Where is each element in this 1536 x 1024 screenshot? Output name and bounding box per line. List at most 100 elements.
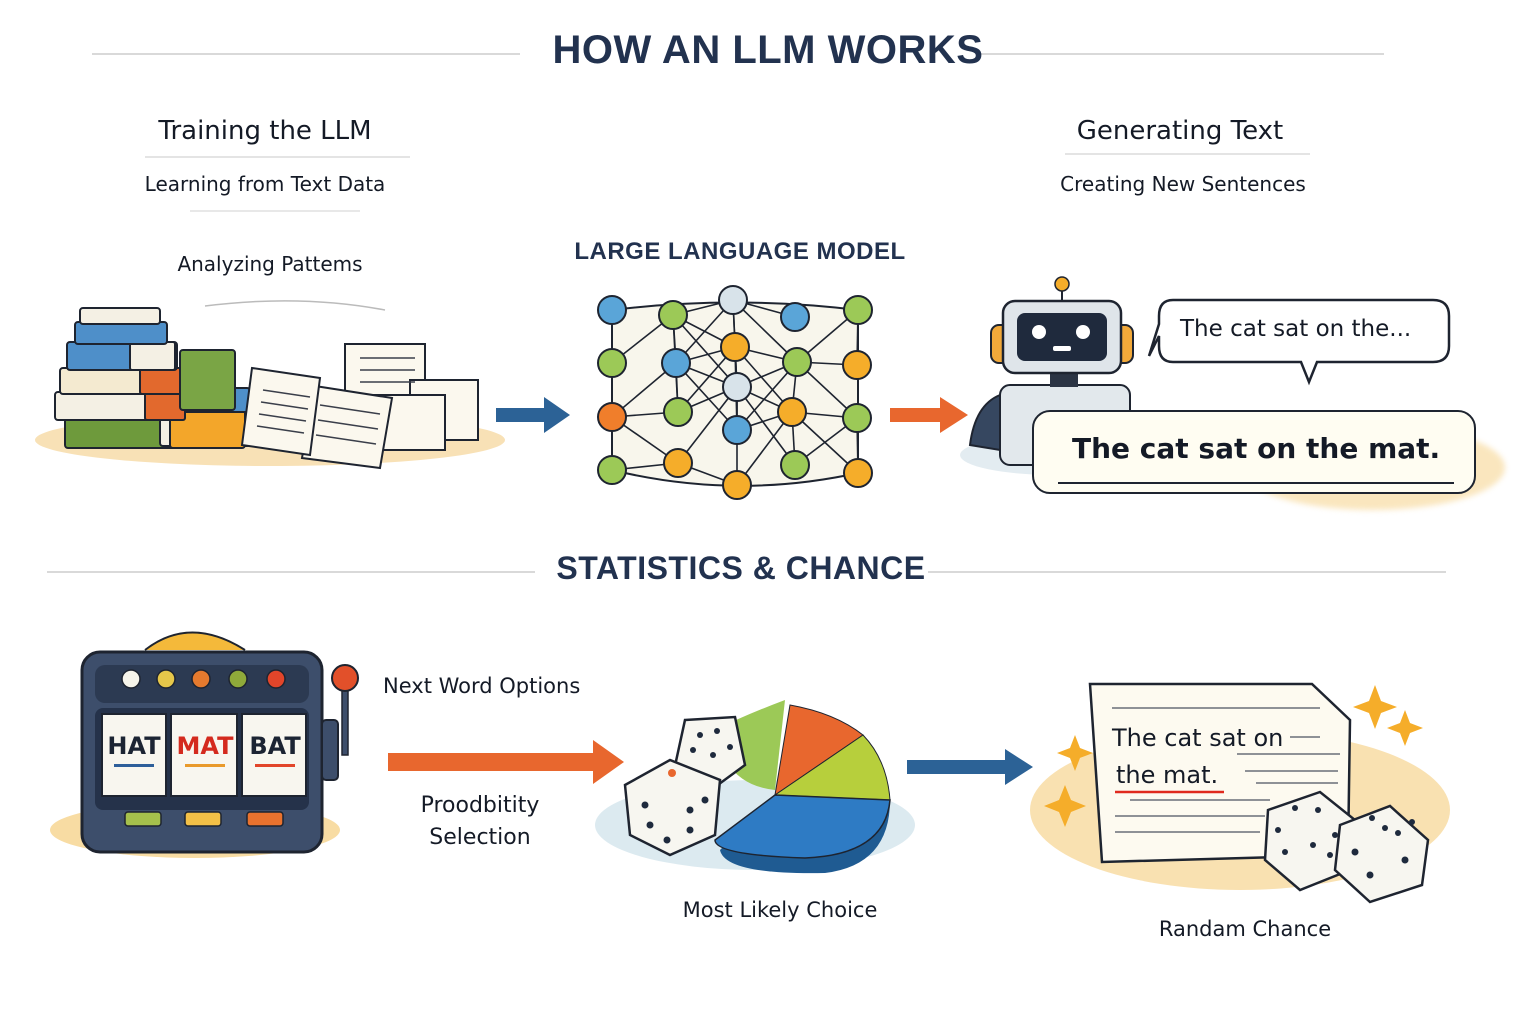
generating-subheading: Creating New Sentences: [1060, 172, 1306, 196]
reel-word-1: HAT: [102, 732, 166, 767]
network-edge: [672, 314, 738, 388]
arrow-slot-to-pie: [388, 740, 624, 784]
probability-label-line1: Proodbitity: [420, 793, 540, 818]
books-and-papers-illustration: [35, 300, 505, 470]
training-rule-1: [145, 156, 410, 158]
generating-rule: [1065, 153, 1310, 155]
network-node: [718, 285, 748, 315]
slot-light-5: [266, 669, 286, 689]
next-word-options-label: Next Word Options: [383, 674, 581, 698]
probability-selection-label: Proodbitity Selection: [390, 790, 570, 854]
reel-3: [241, 713, 307, 797]
output-bubble: [1032, 410, 1476, 494]
robot-arm: [968, 393, 1001, 452]
network-edge: [736, 386, 796, 466]
network-node: [597, 295, 627, 325]
slot-button-yellow: [184, 811, 222, 827]
training-rule-2: [190, 210, 360, 212]
network-node: [843, 458, 873, 488]
book-top: [79, 307, 161, 325]
pie-slice-orange: [774, 704, 864, 797]
network-node: [782, 347, 812, 377]
slot-machine-illustration: [50, 631, 359, 858]
stats-rule-right: [928, 571, 1446, 573]
reel-word-bat: BAT: [249, 732, 301, 760]
network-edge: [675, 362, 738, 431]
page-title: HOW AN LLM WORKS: [552, 28, 984, 72]
network-node: [842, 350, 872, 380]
reel-word-hat: HAT: [107, 732, 161, 760]
pie-slice-blue: [714, 794, 891, 859]
paper-front: [240, 366, 322, 457]
network-node: [663, 448, 693, 478]
result-text-line1: The cat sat on: [1112, 724, 1284, 752]
slot-reel-words: HAT MAT BAT: [102, 732, 308, 792]
training-heading: Training the LLM: [158, 116, 372, 146]
network-edge: [736, 411, 793, 486]
slot-light-1: [121, 669, 141, 689]
arrow-training-to-model: [496, 397, 570, 433]
prompt-bubble-tail: [1147, 298, 1451, 386]
slot-light-2: [156, 669, 176, 689]
dice-pie: [623, 715, 747, 857]
note-lines: [1112, 707, 1340, 833]
training-caption: Analyzing Pattems: [177, 252, 363, 276]
result-dice-pips: [1275, 805, 1415, 879]
robot-eye-left: [1032, 325, 1046, 339]
network-node: [780, 450, 810, 480]
book-blue-pages: [129, 341, 176, 371]
random-chance-label: Randam Chance: [1158, 917, 1332, 941]
robot-mouth: [1053, 346, 1071, 351]
network-node: [842, 403, 872, 433]
most-likely-choice-label: Most Likely Choice: [682, 898, 878, 922]
network-node: [597, 455, 627, 485]
robot-face: [1017, 313, 1107, 361]
generating-heading: Generating Text: [1076, 116, 1284, 146]
network-node: [663, 397, 693, 427]
network-node: [722, 372, 752, 402]
robot-eye-right: [1076, 325, 1090, 339]
reel-1: [101, 713, 167, 797]
network-node: [661, 348, 691, 378]
slot-button-orange: [246, 811, 284, 827]
paper-stack: [240, 343, 479, 470]
book-stack: [54, 307, 251, 449]
prompt-bubble-text: The cat sat on the...: [1180, 316, 1412, 342]
slot-lever-arm: [341, 684, 349, 756]
slot-light-4: [228, 669, 248, 689]
pie-and-dice-illustration: [595, 700, 915, 874]
reel-underline-3: [255, 764, 295, 767]
reel-word-mat: MAT: [176, 732, 234, 760]
paper-lines: [256, 357, 415, 445]
network-node: [597, 402, 627, 432]
result-note-illustration: [1030, 682, 1450, 904]
reel-underline-2: [185, 764, 225, 767]
slot-button-green: [124, 811, 162, 827]
network-node: [722, 470, 752, 500]
slot-lever-base: [321, 719, 339, 781]
stats-title: STATISTICS & CHANCE: [556, 550, 926, 586]
probability-label-line2: Selection: [429, 825, 531, 850]
output-bubble-text: The cat sat on the mat.: [1072, 432, 1441, 465]
sparkle-icons: [1044, 685, 1423, 827]
reel-word-2: MAT: [172, 732, 238, 767]
output-bubble-underline: [1058, 482, 1454, 484]
arrow-pie-to-result: [907, 749, 1033, 785]
reel-2: [170, 713, 238, 797]
network-node: [780, 302, 810, 332]
neural-network: [597, 285, 873, 500]
slot-light-3: [191, 669, 211, 689]
antenna-icon: [1054, 276, 1070, 292]
stats-rule-left: [47, 571, 535, 573]
book-green-back: [179, 349, 236, 411]
result-text-line2: the mat.: [1116, 761, 1219, 789]
title-rule-left: [92, 53, 520, 55]
model-label: LARGE LANGUAGE MODEL: [574, 238, 906, 265]
training-subheading: Learning from Text Data: [144, 172, 386, 196]
reel-underline-1: [114, 764, 154, 767]
result-text: The cat sat on the mat.: [1112, 720, 1283, 794]
network-edge: [677, 386, 738, 464]
result-dice: [1263, 790, 1430, 904]
pattern-arc: [204, 300, 386, 311]
network-node: [597, 348, 627, 378]
